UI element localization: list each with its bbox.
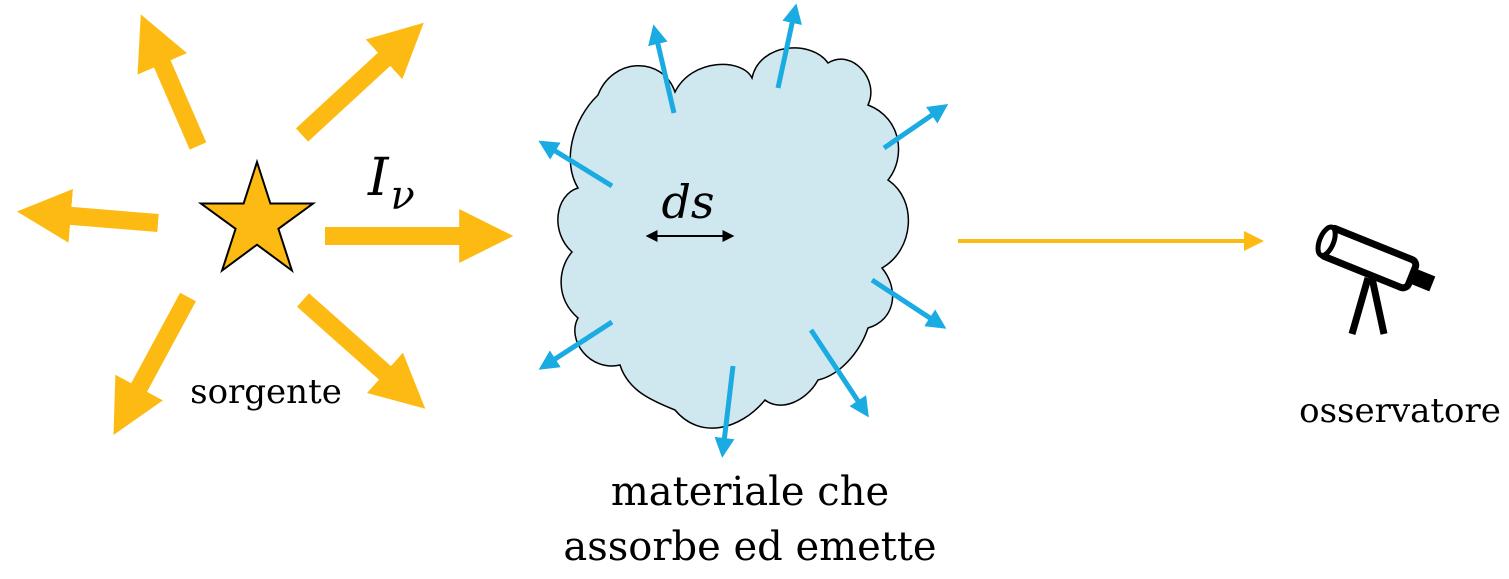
emit-arrow: [714, 365, 736, 458]
source-radiation-arrows: [16, 14, 514, 436]
material-label-line2: assorbe ed emette: [563, 524, 936, 570]
observer-label: osservatore: [1299, 391, 1501, 431]
telescope-icon: [1315, 224, 1436, 335]
path-element-label: ds: [661, 175, 714, 229]
source-label: sorgente: [190, 372, 342, 412]
ray-up-left: [137, 14, 207, 150]
emit-arrow: [648, 24, 677, 114]
emit-arrow: [538, 319, 614, 370]
emit-arrow: [808, 328, 869, 418]
star-icon: [197, 158, 317, 274]
emit-arrow: [870, 277, 947, 329]
emit-arrow: [538, 140, 614, 189]
emit-arrow: [882, 103, 949, 151]
intensity-subscript: ν: [391, 173, 415, 219]
emission-arrows: [538, 3, 949, 458]
emit-arrow: [775, 3, 802, 89]
ray-down-right: [297, 293, 426, 409]
intensity-symbol: I: [367, 148, 390, 208]
ray-left: [16, 188, 159, 243]
ray-up-right: [295, 22, 424, 142]
material-label-line1: materiale che: [611, 469, 889, 515]
ray-down-left: [113, 292, 196, 436]
intensity-label: Iν: [367, 148, 415, 219]
